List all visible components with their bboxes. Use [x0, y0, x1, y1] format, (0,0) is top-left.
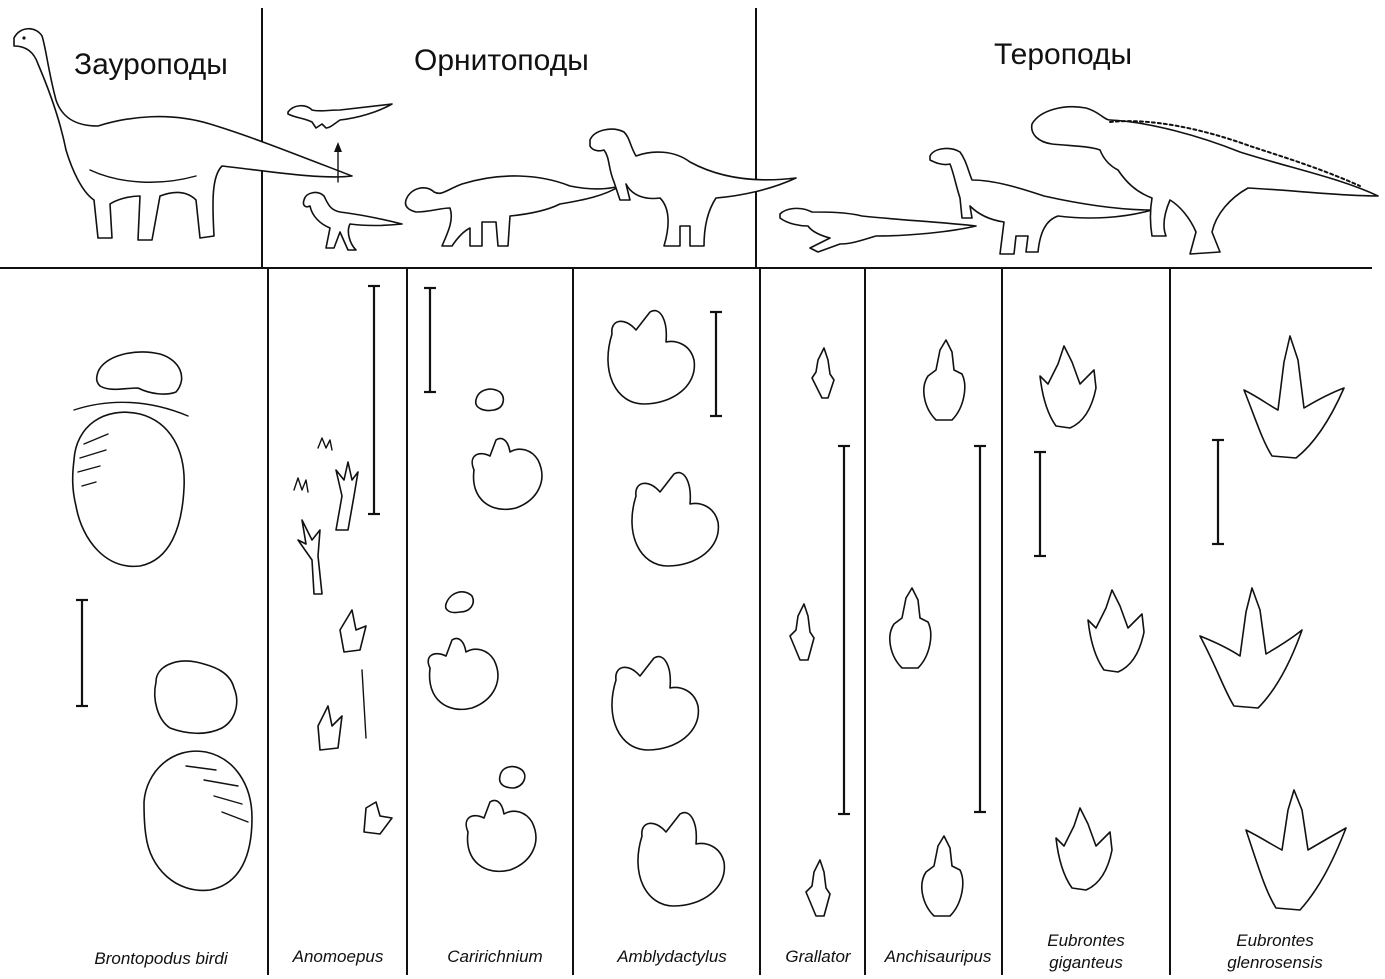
anchisauripus-pes-2	[890, 588, 931, 668]
caririchnium-trackway	[424, 288, 542, 871]
amblydactylus-pes-4	[638, 813, 724, 906]
amblydactylus-trackway	[608, 311, 724, 906]
group-title-theropods: Тероподы	[994, 38, 1132, 72]
column-label-anchisauripus: Anchisauripus	[872, 946, 1004, 968]
column-label-amblydactylus: Amblydactylus	[596, 946, 748, 968]
column-label-anomoepus: Anomoepus	[278, 946, 398, 968]
anchisauripus-pes-1	[924, 340, 965, 420]
amblydactylus-pes-3	[612, 657, 698, 750]
brontopodus-pes-upper	[73, 412, 184, 566]
eubrontes-giganteus-label-line2: giganteus	[1016, 952, 1156, 974]
group-title-sauropods: Зауроподы	[74, 48, 228, 82]
ornithopod-medium-body	[405, 176, 620, 246]
anomoepus-pes-5	[364, 802, 392, 834]
theropod-small-illustration	[780, 208, 976, 252]
anomoepus-manus-1	[318, 438, 332, 450]
caririchnium-pes-3	[466, 801, 536, 872]
arrow-head	[334, 142, 342, 152]
eubrontes-giganteus-pes-3	[1056, 808, 1112, 890]
column-label-eubrontes-giganteus: Eubrontes giganteus	[1016, 930, 1156, 974]
grallator-trackway	[790, 348, 850, 916]
caririchnium-manus-3	[500, 767, 525, 788]
amblydactylus-pes-2	[632, 473, 718, 566]
anomoepus-pes-4	[318, 706, 342, 750]
eubrontes-glenrosensis-pes-2	[1200, 588, 1302, 708]
column-label-eubrontes-glenrosensis: Eubrontes glenrosensis	[1200, 930, 1350, 974]
anomoepus-tail-drag	[362, 670, 366, 738]
ornithopod-small-upper-body	[288, 104, 392, 128]
anomoepus-manus-2	[294, 478, 308, 492]
grallator-pes-3	[806, 860, 830, 916]
ornithopod-large-body	[590, 129, 796, 246]
eubrontes-giganteus-pes-1	[1040, 346, 1096, 428]
anomoepus-pes-1	[336, 462, 358, 530]
ornithopod-small-lower-illustration	[303, 193, 402, 250]
ornithopod-small-lower-body	[303, 193, 402, 250]
theropod-large-body	[1032, 107, 1378, 254]
eubrontes-glenrosensis-pes-3	[1246, 790, 1346, 910]
amblydactylus-pes-1	[608, 311, 694, 404]
ornithopod-large-illustration	[590, 129, 796, 246]
grallator-pes-2	[790, 604, 814, 660]
caririchnium-manus-1	[476, 389, 504, 410]
caririchnium-pes-2	[428, 639, 498, 710]
column-label-caririchnium: Caririchnium	[426, 946, 564, 968]
brontopodus-trackway	[73, 352, 252, 890]
eubrontes-giganteus-pes-2	[1088, 590, 1144, 672]
anomoepus-pes-2	[298, 520, 322, 594]
brontopodus-pes-lower	[144, 751, 252, 890]
theropod-small-body	[780, 208, 976, 252]
anchisauripus-pes-3	[922, 836, 963, 916]
theropod-large-illustration	[1032, 107, 1378, 254]
eubrontes-glenrosensis-trackway	[1200, 336, 1346, 910]
caririchnium-manus-2	[446, 592, 474, 613]
brontopodus-manus-lower	[155, 661, 237, 733]
anchisauripus-trackway	[890, 340, 986, 916]
brontopodus-manus-upper	[97, 352, 182, 394]
eubrontes-glenrosensis-label-line2: glenrosensis	[1200, 952, 1350, 974]
column-label-grallator: Grallator	[768, 946, 868, 968]
eubrontes-giganteus-label-line1: Eubrontes	[1016, 930, 1156, 952]
caririchnium-pes-1	[472, 439, 542, 510]
anomoepus-pes-3	[340, 610, 366, 652]
eubrontes-glenrosensis-label-line1: Eubrontes	[1200, 930, 1350, 952]
grallator-pes-1	[812, 348, 834, 398]
ornithopod-medium-illustration	[405, 176, 620, 246]
sauropod-eye	[22, 36, 25, 39]
group-title-ornithopods: Орнитоподы	[414, 44, 589, 78]
anomoepus-trackway	[294, 286, 392, 834]
ornithopod-small-upper-illustration	[288, 104, 392, 128]
eubrontes-glenrosensis-pes-1	[1244, 336, 1344, 458]
column-label-brontopodus: Brontopodus birdi	[76, 948, 246, 970]
eubrontes-giganteus-trackway	[1034, 346, 1144, 890]
